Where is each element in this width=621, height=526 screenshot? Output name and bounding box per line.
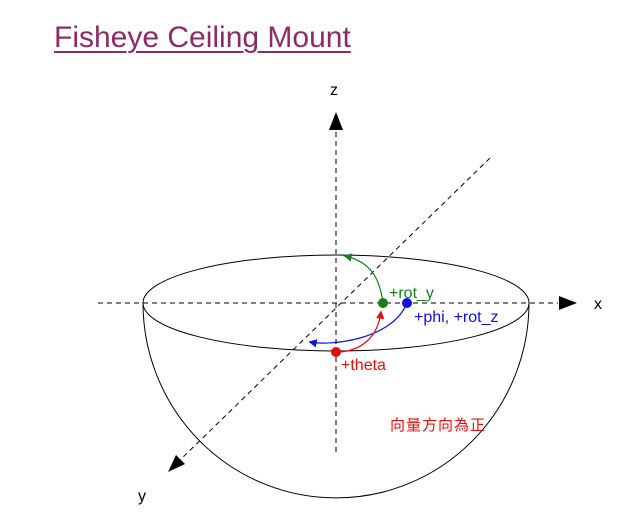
x-axis-label: x [594, 296, 602, 313]
rot-y-label: +rot_y [389, 285, 434, 302]
phi-rot-z-label: +phi, +rot_z [414, 309, 499, 326]
theta-point [331, 347, 341, 357]
phi-point [402, 298, 412, 308]
rot-y-point [378, 298, 388, 308]
theta-arc [335, 310, 385, 353]
page-title: Fisheye Ceiling Mount [54, 21, 351, 54]
z-axis-arrowhead [329, 112, 343, 130]
x-axis-arrowhead [559, 296, 577, 310]
y-axis-line [177, 157, 491, 463]
vector-direction-note: 向量方向為正 [390, 416, 486, 434]
rot-y-arc [343, 253, 384, 304]
y-axis-arrowhead [168, 455, 185, 472]
z-axis-label: z [330, 82, 338, 99]
phi-arc [308, 302, 408, 348]
hemisphere-bowl [142, 302, 530, 499]
theta-label: +theta [341, 357, 386, 374]
y-axis-label: y [138, 488, 146, 505]
